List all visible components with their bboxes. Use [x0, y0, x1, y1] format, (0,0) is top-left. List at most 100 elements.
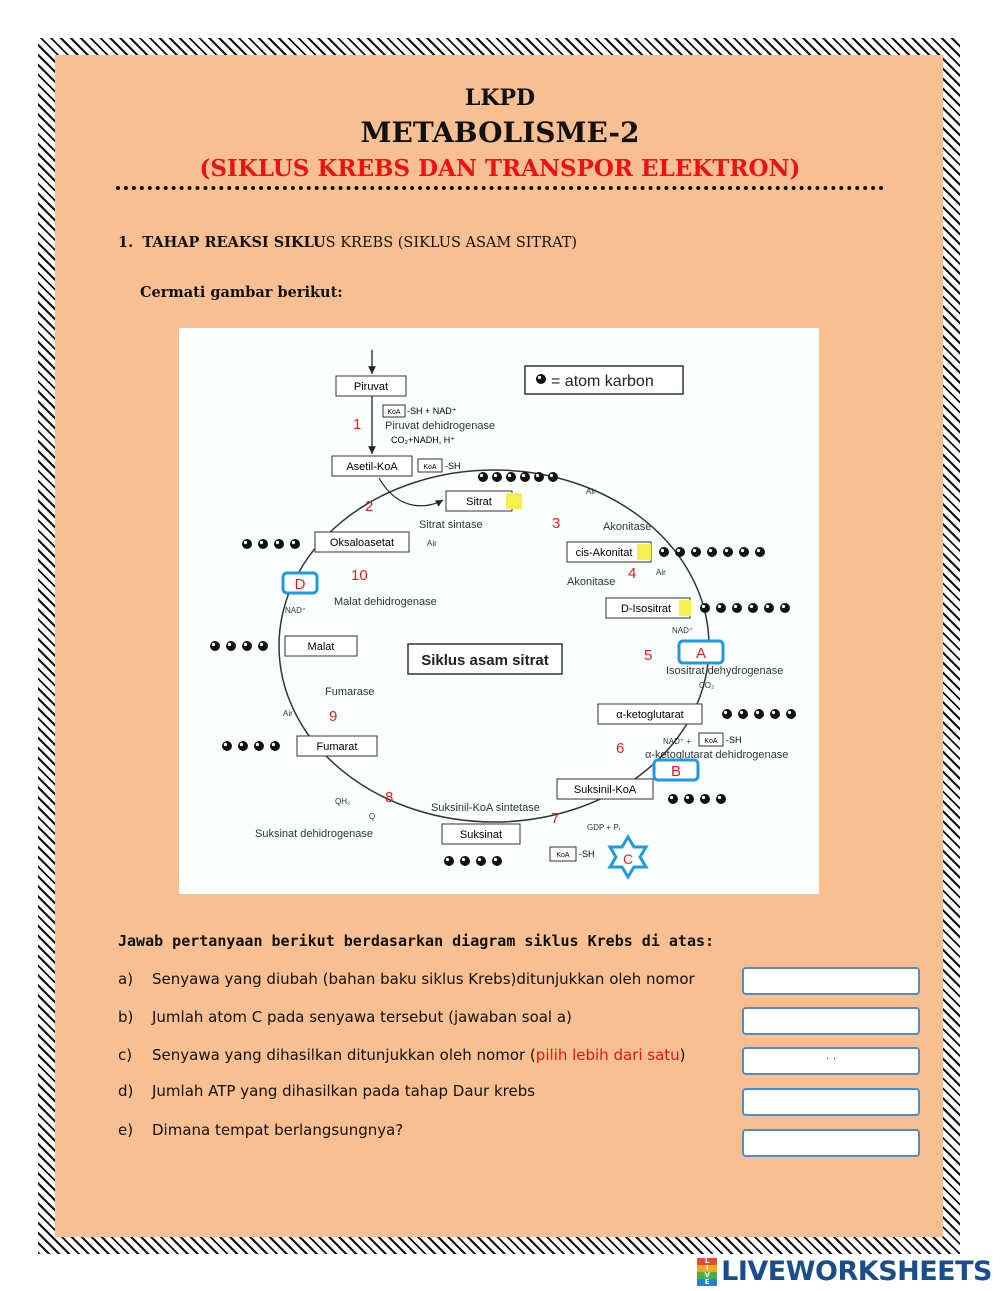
cofactor-nad-2: NAD⁺	[285, 606, 306, 615]
question-b-letter: b)	[118, 1008, 134, 1026]
compound-sitrat-label: Sitrat	[466, 496, 492, 508]
answer-d-input[interactable]	[742, 1088, 920, 1116]
compound-asetil-koa	[331, 455, 413, 477]
cofactor-gdp-pi: GDP + Pᵢ	[587, 823, 620, 832]
compound-cis-akonitat-label: cis-Akonitat	[576, 547, 633, 559]
section-heading: 1. TAHAP REAKSI SIKLUS KREBS (SIKLUS ASA…	[118, 234, 577, 251]
brand-name: LIVEWORKSHEETS	[721, 1256, 992, 1287]
enzyme-sitrat-sintase: Sitrat sintase	[419, 519, 483, 531]
krebs-cycle-svg: = atom karbon Siklus asam sitrat Piruvat…	[210, 350, 796, 880]
question-a-text: Senyawa yang diubah (bahan baku siklus K…	[152, 970, 695, 988]
koa-label-2: KoA	[423, 464, 437, 471]
question-b-text: Jumlah atom C pada senyawa tersebut (jaw…	[152, 1008, 572, 1026]
fumarat-carbons	[222, 741, 280, 751]
cofactor-air-1: Air	[427, 539, 437, 548]
answer-a-input[interactable]	[742, 967, 920, 995]
section-title-rest: S KREBS (SIKLUS ASAM SITRAT)	[325, 235, 578, 251]
answer-b-input[interactable]	[742, 1007, 920, 1035]
question-c-hint: pilih lebih dari satu	[535, 1046, 680, 1064]
logo-letter-e: E	[697, 1278, 718, 1286]
step-4: 4	[628, 565, 636, 582]
blank-d	[281, 571, 319, 595]
compound-fumarat-label: Fumarat	[317, 741, 358, 753]
title-subtitle: (SIKLUS KREBS DAN TRANSPOR ELEKTRON)	[199, 155, 801, 182]
logo-letter-v: V	[697, 1271, 718, 1279]
step-8: 8	[385, 789, 393, 806]
question-d: d)Jumlah ATP yang dihasilkan pada tahap …	[118, 1082, 535, 1100]
blank-c-label: C	[623, 851, 633, 867]
question-b: b) Jumlah atom C pada senyawa tersebut (j…	[118, 1008, 572, 1026]
title-main: METABOLISME-2	[360, 116, 640, 149]
enzyme-akonitase-2: Akonitase	[567, 576, 615, 588]
d-isositrat-carbons	[700, 603, 790, 613]
compound-fumarat	[296, 735, 378, 757]
blank-b	[652, 758, 700, 782]
footer-brand: L I V E LIVEWORKSHEETS	[697, 1256, 992, 1287]
cofactor-co2-nadh: CO₂+NADH, H⁺	[391, 435, 455, 445]
title-lkpd: LKPD	[464, 85, 536, 111]
section-title-bold: TAHAP REAKSI SIKLU	[142, 234, 326, 251]
compound-asetil-koa-label: Asetil-KoA	[346, 461, 398, 473]
cofactor-sh-3: -SH	[579, 849, 595, 859]
compound-piruvat-label: Piruvat	[354, 381, 388, 393]
enzyme-isositrat-dh: Isositrat dehydrogenase	[666, 665, 783, 677]
step-6: 6	[616, 740, 624, 757]
question-e-letter: e)	[118, 1121, 134, 1139]
compound-malat	[284, 635, 358, 657]
step-10: 10	[351, 567, 368, 584]
enzyme-suksinat-dh: Suksinat dehidrogenase	[255, 828, 373, 840]
compound-piruvat	[335, 375, 407, 397]
dotted-divider	[116, 186, 884, 190]
compound-suksinat-label: Suksinat	[460, 829, 502, 841]
koa-label-4: KoA	[556, 852, 570, 859]
enzyme-piruvat-dh: Piruvat dehidrogenase	[385, 420, 495, 432]
blank-c: C	[607, 834, 649, 880]
answer-e-input[interactable]	[742, 1129, 920, 1157]
question-c-close: )	[679, 1046, 686, 1064]
carbon-atom-icon	[536, 374, 546, 384]
compound-suksinil-koa	[556, 778, 654, 800]
cofactor-sh-nad: -SH + NAD⁺	[407, 406, 457, 416]
center-label: Siklus asam sitrat	[421, 652, 549, 669]
step-3: 3	[552, 515, 560, 532]
enzyme-fumarase: Fumarase	[325, 686, 375, 698]
question-a: a) Senyawa yang diubah (bahan baku siklus…	[118, 970, 695, 988]
question-c-letter: c)	[118, 1046, 133, 1064]
logo-letter-l: L	[697, 1257, 718, 1265]
suksinil-koa-carbons	[668, 794, 726, 804]
cofactor-nad-koa: NAD⁺ +	[663, 737, 691, 746]
blank-a	[677, 639, 725, 665]
ketoglutarat-carbons	[722, 709, 796, 719]
sitrat-carbons	[478, 472, 558, 482]
center-box	[407, 643, 563, 675]
compound-d-isositrat-label: D-Isositrat	[621, 603, 671, 615]
cofactor-sh-2: -SH	[726, 735, 742, 745]
blank-b-label: B	[671, 763, 681, 780]
koa-box	[382, 404, 406, 418]
blank-a-label: A	[696, 645, 706, 662]
cofactor-air-3: Air	[656, 568, 666, 577]
section-number: 1.	[118, 234, 134, 251]
question-d-letter: d)	[118, 1082, 134, 1100]
question-a-letter: a)	[118, 970, 134, 988]
question-e-text: Dimana tempat berlangsungnya?	[152, 1121, 404, 1139]
enzyme-malat-dh: Malat dehidrogenase	[334, 596, 437, 608]
questions-intro: Jawab pertanyaan berikut berdasarkan dia…	[118, 932, 715, 950]
enzyme-ketoglutarat-dh: α-ketoglutarat dehidrogenase	[645, 749, 788, 761]
compound-suksinil-koa-label: Suksinil-KoA	[574, 784, 637, 796]
legend-box	[524, 365, 684, 395]
liveworksheets-logo-icon: L I V E	[697, 1257, 718, 1286]
instruction-text: Cermati gambar berikut:	[140, 284, 343, 301]
enzyme-suksinil-sintetase: Suksinil-KoA sintetase	[431, 802, 540, 814]
enzyme-akonitase-1: Akonitase	[603, 521, 651, 533]
malat-carbons	[210, 641, 268, 651]
legend-label: = atom karbon	[551, 373, 654, 390]
answer-c-hint: . .	[825, 1049, 837, 1062]
step-2: 2	[365, 498, 373, 515]
compound-malat-label: Malat	[308, 641, 335, 653]
compound-ketoglutarat	[597, 703, 703, 725]
step-9: 9	[329, 708, 337, 725]
cofactor-co2: CO₂	[699, 681, 714, 690]
koa-label-3: KoA	[704, 738, 718, 745]
answer-c-input[interactable]: . .	[742, 1047, 920, 1075]
